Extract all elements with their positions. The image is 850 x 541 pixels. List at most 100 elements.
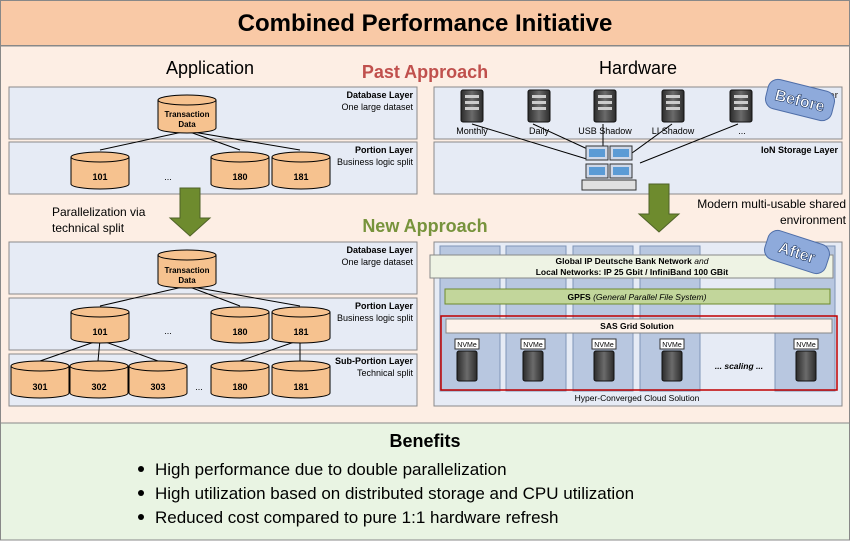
- nvme-node-3-label: NVMe: [594, 342, 614, 349]
- server-icon: [795, 350, 817, 382]
- nvme-node-2-label: NVMe: [523, 342, 543, 349]
- gpfs-band-subtitle: (General Parallel File System): [593, 292, 707, 302]
- nvme-node-5: NVMe: [793, 338, 819, 382]
- new-database-layer-title: Database Layer: [346, 245, 413, 255]
- new-root-database-line1: Transaction: [165, 266, 210, 275]
- arrow-down-icon-right: [637, 183, 681, 233]
- past-portion-101-label: 101: [92, 172, 107, 182]
- new-subportion-302-label: 302: [91, 382, 106, 392]
- server-icon: [661, 350, 683, 382]
- server-label-li-shadow: LI Shadow: [652, 126, 695, 136]
- parallelization-note-line2: technical split: [52, 221, 125, 235]
- network-band-line1-tail: and: [694, 256, 708, 266]
- new-subportion-303: 303: [128, 360, 188, 399]
- new-tree-connectors-top: [99, 285, 301, 307]
- gpfs-band-text: GPFS (General Parallel File System): [568, 292, 707, 302]
- sas-grid-frame: [440, 315, 838, 391]
- parallelization-note-line1: Parallelization via: [52, 205, 146, 219]
- new-portion-181: 181: [271, 306, 331, 344]
- arrow-down-icon-left: [168, 187, 212, 237]
- benefits-band: [0, 422, 850, 541]
- past-portion-180-label: 180: [232, 172, 247, 182]
- new-subportion-181: 181: [271, 360, 331, 399]
- new-subportion-302: 302: [69, 360, 129, 399]
- nvme-node-1-label: NVMe: [457, 342, 477, 349]
- past-portion-ellipsis: ...: [164, 172, 172, 182]
- cloud-solution-label: Hyper-Converged Cloud Solution: [575, 393, 700, 403]
- new-portion-181-label: 181: [293, 327, 308, 337]
- new-subportion-layer-title: Sub-Portion Layer: [335, 356, 414, 366]
- new-portion-101-label: 101: [92, 327, 107, 337]
- bullet-icon: [138, 466, 144, 472]
- past-portion-181-label: 181: [293, 172, 308, 182]
- gpfs-band: [444, 288, 831, 305]
- server-icon: [593, 350, 615, 382]
- nvme-node-3: NVMe: [591, 338, 617, 382]
- network-band-line1-main: Global IP Deutsche Bank Network: [556, 256, 693, 266]
- new-application: Database Layer One large dataset Portion…: [8, 241, 418, 407]
- past-application: Database Layer One large dataset Portion…: [8, 86, 418, 195]
- after-badge: After: [764, 229, 830, 275]
- heading-past-approach: Past Approach: [362, 62, 488, 82]
- sas-grid-label: SAS Grid Solution: [600, 321, 674, 331]
- new-hardware: Global IP Deutsche Bank Network and Loca…: [429, 229, 843, 407]
- past-portion-layer-title: Portion Layer: [355, 145, 414, 155]
- heading-application: Application: [166, 58, 254, 78]
- bullet-icon: [138, 514, 144, 520]
- past-ion-storage-layer: [433, 141, 843, 195]
- server-icon-monthly: [460, 89, 484, 123]
- modern-note-line1: Modern multi-usable shared: [697, 197, 846, 211]
- server-label-more: ...: [738, 126, 746, 136]
- past-hardware: Storage Layer IoN Storage Layer Monthly …: [433, 78, 843, 195]
- before-badge: Before: [765, 78, 835, 122]
- new-subportion-180: 180: [210, 360, 270, 399]
- computer-cluster-icon: [581, 145, 637, 191]
- past-database-layer-title: Database Layer: [346, 90, 413, 100]
- nvme-node-5-label: NVMe: [796, 342, 816, 349]
- new-portion-180: 180: [210, 306, 270, 344]
- gpfs-band-title: GPFS: [568, 292, 591, 302]
- heading-new-approach: New Approach: [362, 216, 487, 236]
- nvme-node-2: NVMe: [520, 338, 546, 382]
- server-icon-daily: [527, 89, 551, 123]
- past-server-connections: [471, 123, 739, 164]
- sas-grid-band: [445, 318, 833, 334]
- new-subportion-ellipsis: ...: [195, 382, 203, 392]
- past-ion-storage-layer-title: IoN Storage Layer: [761, 145, 839, 155]
- new-tree-connectors-bottom: [39, 339, 301, 362]
- new-root-database-line2: Data: [178, 276, 196, 285]
- new-portion-180-label: 180: [232, 327, 247, 337]
- nvme-node-4: NVMe: [659, 338, 685, 382]
- past-portion-layer-sub: Business logic split: [337, 157, 414, 167]
- server-icon-li-shadow: [661, 89, 685, 123]
- server-icon: [456, 350, 478, 382]
- new-portion-layer-sub: Business logic split: [337, 313, 414, 323]
- page-title: Combined Performance Initiative: [238, 10, 613, 37]
- past-portion-101: 101: [70, 151, 130, 190]
- modern-note-line2: environment: [780, 213, 847, 227]
- past-database-layer-sub: One large dataset: [341, 102, 413, 112]
- network-band-line2: Local Networks: IP 25 Gbit / InfiniBand …: [536, 267, 729, 277]
- past-root-database-line2: Data: [178, 120, 196, 129]
- new-portion-101: 101: [70, 306, 130, 344]
- scaling-label: ... scaling ...: [715, 361, 763, 371]
- title-band: [0, 0, 850, 46]
- new-portion-ellipsis: ...: [164, 326, 172, 336]
- past-portion-180: 180: [210, 151, 270, 190]
- server-icon-more: [729, 89, 753, 123]
- server-label-monthly: Monthly: [456, 126, 488, 136]
- new-subportion-180-label: 180: [232, 382, 247, 392]
- nvme-node-4-label: NVMe: [662, 342, 682, 349]
- heading-hardware: Hardware: [599, 58, 677, 78]
- network-band: [429, 254, 834, 279]
- new-subportion-301: 301: [10, 360, 70, 399]
- bullet-icon: [138, 490, 144, 496]
- new-subportion-303-label: 303: [150, 382, 165, 392]
- past-portion-181: 181: [271, 151, 331, 190]
- network-band-line1: Global IP Deutsche Bank Network and: [556, 256, 709, 266]
- past-root-database: Transaction Data: [157, 94, 217, 134]
- benefits-title: Benefits: [389, 431, 460, 451]
- new-database-layer-sub: One large dataset: [341, 257, 413, 267]
